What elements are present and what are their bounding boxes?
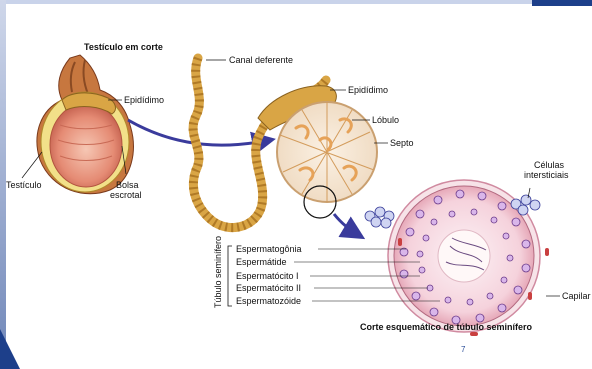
label-epididimo-right: Epidídimo <box>348 85 388 95</box>
section-caption: Corte esquemático de túbulo seminífero <box>360 322 533 332</box>
testis-body <box>50 103 122 187</box>
label-capilar: Capilar <box>562 291 591 301</box>
label-tubulo-seminifero-vertical: Túbulo seminífero <box>213 236 223 308</box>
label-espermatocito-1: Espermatócito I <box>236 271 299 281</box>
seminiferous-tubule-section <box>365 180 549 336</box>
label-espermatocito-2: Espermatócito II <box>236 283 301 293</box>
label-bolsa-escrotal-1: Bolsa <box>116 180 139 190</box>
label-testis-title: Testículo em corte <box>84 42 163 52</box>
page-number: 7 <box>461 345 466 354</box>
label-celulas-2: intersticiais <box>524 170 569 180</box>
zoom-arrow-2 <box>334 214 360 236</box>
testis-illustration <box>37 55 133 194</box>
label-espermatozoide: Espermatozóide <box>236 296 301 306</box>
leader-line <box>22 152 42 178</box>
label-lobulo: Lóbulo <box>372 115 399 125</box>
lobule-section <box>277 102 377 218</box>
label-celulas-1: Células <box>534 160 565 170</box>
label-espermatogonia: Espermatogônia <box>236 244 302 254</box>
label-bolsa-escrotal-2: escrotal <box>110 190 142 200</box>
tubule-bracket <box>228 246 232 306</box>
label-canal-deferente: Canal deferente <box>229 55 293 65</box>
label-epididimo-left: Epidídimo <box>124 95 164 105</box>
label-septo: Septo <box>390 138 414 148</box>
label-espermatide: Espermátide <box>236 257 287 267</box>
label-testiculo: Testículo <box>6 180 42 190</box>
tubule-lumen <box>438 230 490 282</box>
